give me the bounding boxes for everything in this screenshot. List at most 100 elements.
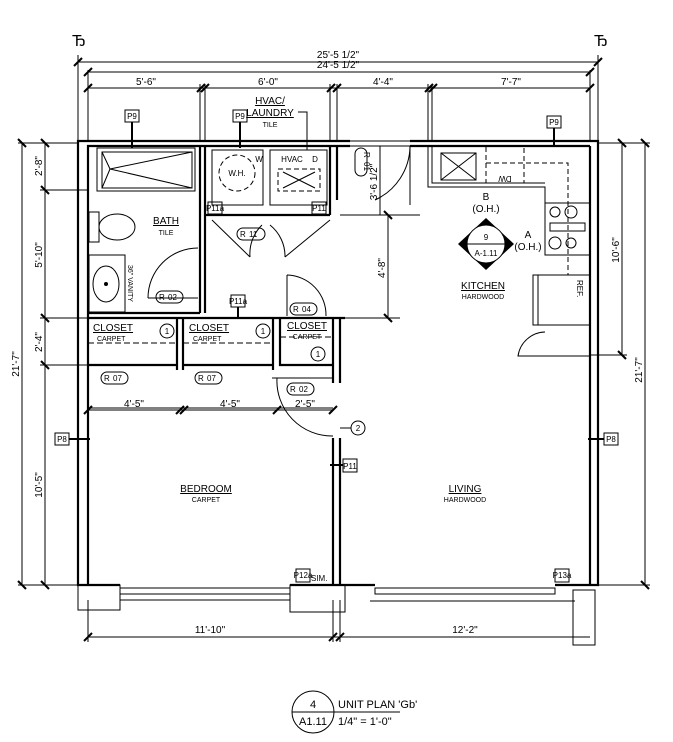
- dim-top-3: 4'-4": [373, 77, 393, 88]
- svg-text:11: 11: [249, 230, 258, 239]
- elevation-marker: 9 A-1.11 B (O.H.) A (O.H.): [458, 192, 542, 270]
- svg-text:CLOSET: CLOSET: [189, 323, 229, 334]
- svg-text:R: R: [104, 374, 110, 383]
- left-dimensions: 2'-8" 5'-10" 2'-4" 10'-5" 21'-7": [11, 138, 88, 590]
- dim-top-1: 5'-6": [136, 77, 156, 88]
- water-heater-label: W.H.: [228, 169, 245, 178]
- svg-text:R: R: [198, 374, 204, 383]
- svg-text:R: R: [290, 385, 296, 394]
- svg-text:A: A: [525, 230, 532, 241]
- svg-text:R: R: [362, 152, 371, 158]
- svg-text:02: 02: [168, 293, 177, 302]
- hvac-finish: TILE: [263, 122, 278, 129]
- dim-left-4: 10'-5": [34, 472, 45, 498]
- washer-label: W: [255, 155, 263, 164]
- hvac-name-2: LAUNDRY: [246, 108, 294, 119]
- kitchen-name: KITCHEN: [461, 281, 505, 292]
- svg-text:CARPET: CARPET: [193, 336, 222, 343]
- svg-text:P8: P8: [606, 435, 616, 444]
- svg-text:3'-6 1/2": 3'-6 1/2": [369, 163, 380, 200]
- svg-text:CARPET: CARPET: [97, 336, 126, 343]
- sink: [440, 152, 477, 181]
- svg-text:1: 1: [165, 327, 170, 336]
- svg-text:4'-8": 4'-8": [377, 258, 388, 278]
- bottom-dimensions: 11'-10" 12'-2": [83, 600, 590, 642]
- hvac-unit-label: HVAC: [281, 155, 303, 164]
- svg-text:1: 1: [316, 350, 321, 359]
- dim-right-1: 10'-6": [611, 237, 622, 263]
- kitchen-fixtures: DW REF. KITCHEN HARDWOOD: [427, 145, 591, 326]
- bath-fixtures: 36" VANITY BATH TILE: [88, 147, 196, 313]
- dim-interior-width: 24'-5 1/2": [317, 60, 360, 71]
- svg-text:1: 1: [261, 327, 266, 336]
- svg-text:(O.H.): (O.H.): [514, 242, 541, 253]
- dryer-label: D: [312, 155, 318, 164]
- svg-text:P11a: P11a: [206, 204, 225, 213]
- svg-text:BEDROOM: BEDROOM: [180, 484, 232, 495]
- svg-text:A-1.11: A-1.11: [475, 249, 499, 258]
- svg-text:CLOSET: CLOSET: [93, 323, 133, 334]
- refrigerator: [532, 274, 591, 326]
- vanity: [88, 254, 126, 313]
- kitchen-finish: HARDWOOD: [462, 294, 504, 301]
- svg-text:(O.H.): (O.H.): [472, 204, 499, 215]
- dim-left-1: 2'-8": [34, 156, 45, 176]
- toilet-tank: [88, 211, 100, 243]
- range: [544, 202, 591, 256]
- svg-text:04: 04: [302, 305, 311, 314]
- room-labels: CLOSET CARPET 1 CLOSET CARPET 1 CLOSET C…: [93, 321, 486, 504]
- drawing-sheet: A1.11: [299, 716, 327, 728]
- svg-text:01: 01: [362, 162, 371, 171]
- hvac-name-1: HVAC/: [255, 96, 285, 107]
- svg-text:R: R: [159, 293, 165, 302]
- laundry-fixtures: W.H. W HVAC D HVAC/ LAUNDRY TILE: [211, 96, 328, 206]
- svg-text:HARDWOOD: HARDWOOD: [444, 497, 486, 504]
- grid-marker-right: Ђ: [594, 33, 608, 50]
- interior-walls: [88, 146, 345, 585]
- svg-text:4'-5": 4'-5": [220, 399, 240, 410]
- dim-left-overall: 21'-7": [11, 351, 22, 377]
- svg-text:SIM.: SIM.: [311, 574, 327, 583]
- dim-left-3: 2'-4": [34, 332, 45, 352]
- dim-top-2: 6'-0": [258, 77, 278, 88]
- top-dimensions: 25'-5 1/2" 24'-5 1/2" 5'-6" 6'-0" 4'-4" …: [73, 50, 603, 140]
- svg-text:4'-5": 4'-5": [124, 399, 144, 410]
- dishwasher-label: DW: [498, 174, 512, 183]
- dim-overall-width: 25'-5 1/2": [317, 50, 360, 61]
- dim-left-2: 5'-10": [34, 242, 45, 268]
- partition-tags: P9 P9 P9 P11a P11 P11a P8 P8 P11 P12a SI…: [54, 109, 619, 583]
- svg-text:2'-5": 2'-5": [295, 399, 315, 410]
- svg-text:P9: P9: [127, 112, 137, 121]
- drawing-number: 4: [310, 699, 316, 711]
- svg-text:P8: P8: [57, 435, 67, 444]
- svg-text:P12a: P12a: [294, 571, 313, 580]
- bath-finish: TILE: [159, 230, 174, 237]
- dim-bottom-2: 12'-2": [452, 625, 478, 636]
- grid-marker-left: Ђ: [72, 33, 86, 50]
- svg-text:P11a: P11a: [229, 297, 248, 306]
- drawing-title: 4 A1.11 UNIT PLAN 'Gb' 1/4" = 1'-0": [291, 690, 417, 734]
- dim-bottom-1: 11'-10": [195, 625, 226, 636]
- svg-text:R: R: [293, 305, 299, 314]
- svg-text:CLOSET: CLOSET: [287, 321, 327, 332]
- svg-text:CARPET: CARPET: [293, 334, 322, 341]
- svg-text:9: 9: [484, 233, 489, 242]
- svg-text:02: 02: [299, 385, 308, 394]
- drawing-scale: 1/4" = 1'-0": [338, 716, 392, 728]
- drawing-title-text: UNIT PLAN 'Gb': [338, 699, 417, 711]
- dim-right-overall: 21'-7": [634, 357, 645, 383]
- refrigerator-label: REF.: [575, 280, 584, 297]
- svg-text:07: 07: [113, 374, 122, 383]
- svg-text:CARPET: CARPET: [192, 497, 221, 504]
- svg-text:R: R: [240, 230, 246, 239]
- interior-dimensions: 4'-5" 4'-5" 2'-5" 3'-6 1/2" 4'-8": [83, 146, 420, 415]
- svg-text:LIVING: LIVING: [449, 484, 482, 495]
- svg-text:P11: P11: [343, 462, 357, 471]
- svg-text:P9: P9: [549, 118, 559, 127]
- bath-name: BATH: [153, 216, 179, 227]
- svg-text:P11: P11: [312, 204, 326, 213]
- toilet: [98, 213, 136, 241]
- shower: [96, 147, 196, 192]
